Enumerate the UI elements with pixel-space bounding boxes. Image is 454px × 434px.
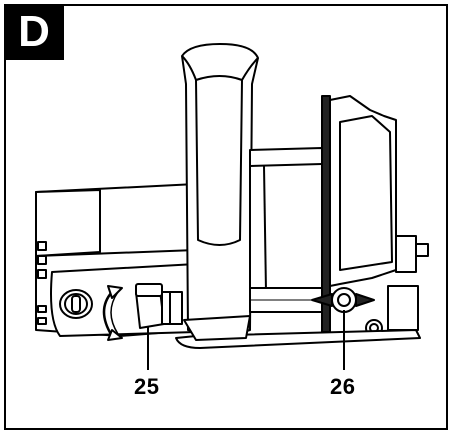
vent-slot	[37, 255, 47, 265]
base-plate	[175, 329, 421, 349]
vent-slot	[37, 317, 47, 325]
callout-26-label: 26	[330, 374, 356, 399]
vent-slot	[37, 241, 47, 251]
gear-housing	[249, 147, 325, 297]
rotation-arrow-icon	[102, 291, 114, 337]
callout-25-label: 25	[134, 374, 160, 399]
vent-slot	[37, 305, 47, 313]
clamp-wing	[311, 293, 333, 307]
figure-letter-badge: D	[4, 4, 64, 60]
vent-slot	[37, 269, 47, 279]
